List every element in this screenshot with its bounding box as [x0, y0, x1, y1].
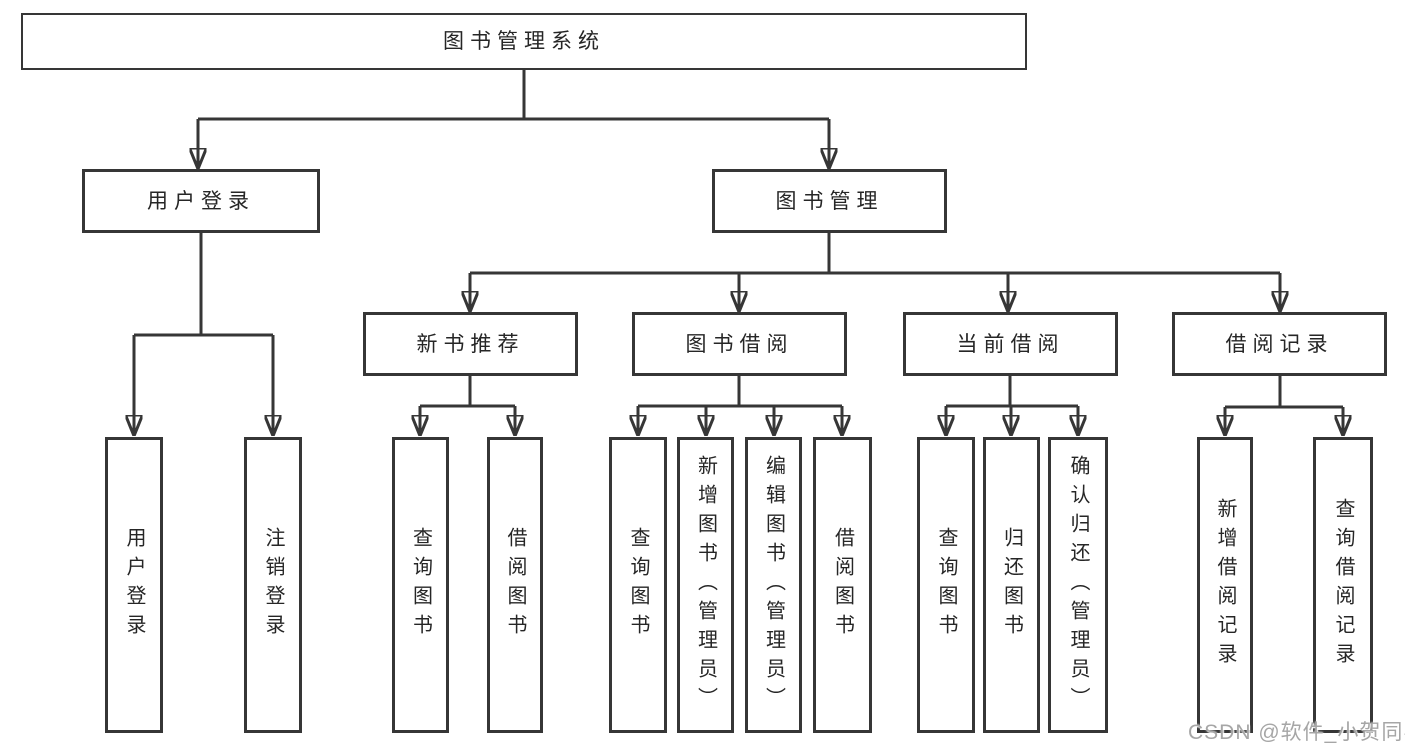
- node-user-login: 用户登录: [82, 169, 320, 233]
- leaf-edit-books-admin: 编辑图书（管理员）: [745, 437, 802, 733]
- leaf-return-books: 归还图书: [983, 437, 1040, 733]
- leaf-borrow-books-recommend: 借阅图书: [487, 437, 543, 733]
- node-book-borrow: 图书借阅: [632, 312, 847, 376]
- watermark-text: CSDN @软件_小贺同学: [1188, 721, 1405, 744]
- leaf-logout: 注销登录: [244, 437, 302, 733]
- node-current-borrow: 当前借阅: [903, 312, 1118, 376]
- leaf-query-books-recommend: 查询图书: [392, 437, 449, 733]
- leaf-user-login: 用户登录: [105, 437, 163, 733]
- leaf-borrow-books-borrow: 借阅图书: [813, 437, 872, 733]
- leaf-query-borrow-record: 查询借阅记录: [1313, 437, 1373, 733]
- leaf-query-books-borrow: 查询图书: [609, 437, 667, 733]
- leaf-add-borrow-record: 新增借阅记录: [1197, 437, 1253, 733]
- node-new-book-recommend: 新书推荐: [363, 312, 578, 376]
- node-borrow-records: 借阅记录: [1172, 312, 1387, 376]
- leaf-query-books-current: 查询图书: [917, 437, 975, 733]
- leaf-confirm-return-admin: 确认归还（管理员）: [1048, 437, 1108, 733]
- node-root-system: 图书管理系统: [21, 13, 1027, 70]
- node-book-management: 图书管理: [712, 169, 947, 233]
- leaf-add-books-admin: 新增图书（管理员）: [677, 437, 734, 733]
